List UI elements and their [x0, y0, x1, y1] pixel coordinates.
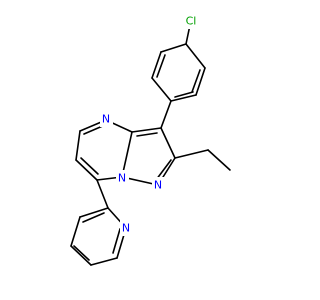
- bond: [75, 130, 81, 161]
- atom-chlorine: Cl: [181, 13, 201, 29]
- bond: [156, 54, 166, 78]
- atom-chlorine-background: [181, 13, 201, 29]
- bond: [79, 207, 109, 218]
- atom-label-layer: Cl N N N N: [100, 13, 201, 236]
- bond: [160, 127, 176, 159]
- bond: [70, 216, 81, 247]
- atom-nitrogen-bridgehead-label: N: [118, 172, 126, 185]
- bond-layer: [70, 24, 231, 266]
- atom-nitrogen-pyridine-background: [120, 220, 133, 236]
- bond: [170, 94, 197, 102]
- atom-nitrogen-pyrazole-label: N: [154, 179, 162, 192]
- atom-nitrogen-pyridine-label: N: [122, 222, 130, 235]
- bond: [131, 127, 162, 133]
- bond: [155, 159, 172, 181]
- bond: [82, 212, 105, 223]
- bond: [96, 179, 109, 209]
- bond: [207, 149, 231, 171]
- atom-nitrogen-pyridine: N: [120, 220, 133, 236]
- atom-nitrogen-pyrimidine-label: N: [102, 113, 110, 126]
- bond: [191, 69, 201, 93]
- atom-nitrogen-bridgehead-background: [116, 170, 129, 186]
- atom-nitrogen-bridgehead: N: [116, 170, 129, 186]
- bond: [70, 245, 92, 266]
- bond: [73, 245, 90, 261]
- bond: [136, 132, 158, 137]
- bond: [121, 131, 133, 178]
- atom-nitrogen-pyrimidine: N: [100, 111, 113, 127]
- bond: [80, 157, 99, 175]
- atom-nitrogen-pyrazole: N: [152, 177, 165, 193]
- bond: [151, 77, 172, 102]
- bond: [174, 149, 209, 159]
- bond: [160, 100, 172, 129]
- atom-chlorine-label: Cl: [186, 15, 197, 28]
- bond: [174, 91, 194, 98]
- bond: [90, 257, 118, 266]
- atom-nitrogen-pyrimidine-background: [100, 111, 113, 127]
- bond: [151, 51, 162, 79]
- bond: [185, 43, 206, 69]
- bond: [112, 228, 121, 254]
- bond: [195, 67, 206, 96]
- structure-diagram: Cl N N N N: [70, 13, 231, 266]
- bond: [160, 43, 187, 53]
- bond: [75, 159, 98, 181]
- atom-nitrogen-pyrazole-background: [152, 177, 165, 193]
